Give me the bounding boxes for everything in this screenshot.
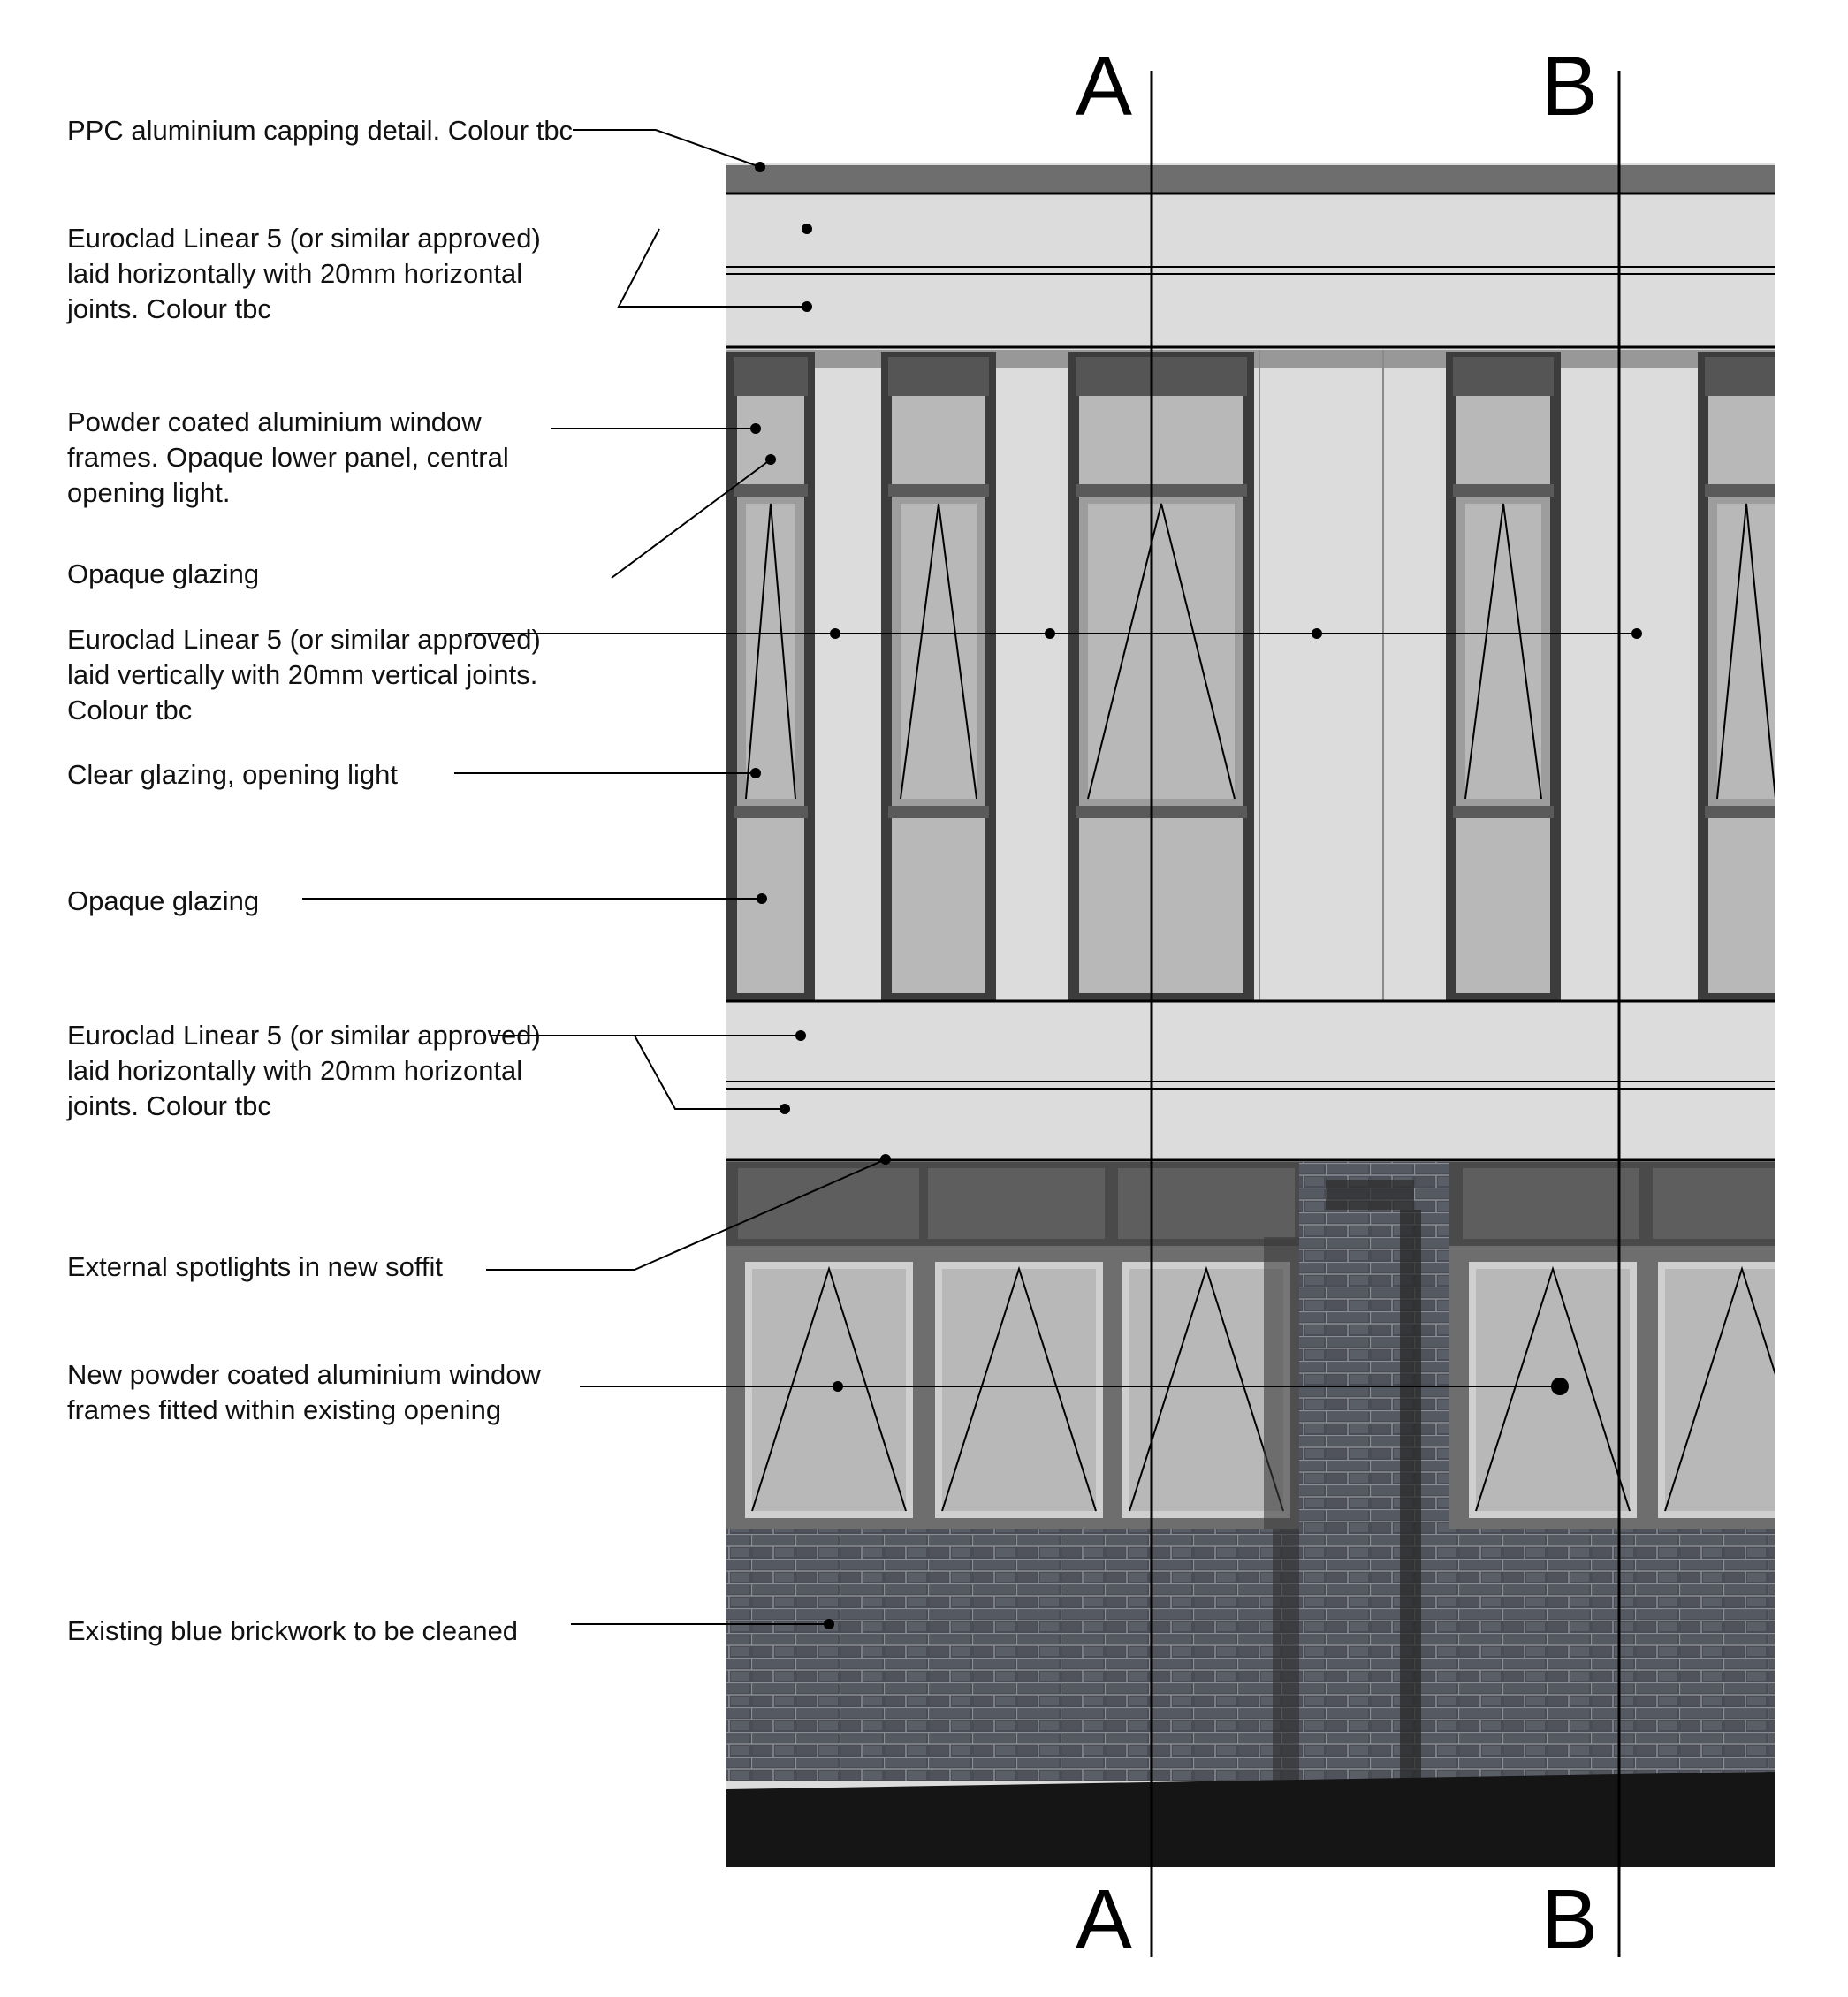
ground-window-2-glazing [942,1269,1096,1511]
leader-dot-euroclad-horizontal-bottom-1 [795,1030,806,1041]
upper-window-3-opening-symbol [1087,503,1236,800]
label-opaque-glazing-upper: Opaque glazing [67,558,260,589]
leader-dot-window-frames-ground-1 [833,1381,843,1392]
upper-window-1-head [734,357,808,396]
capping [726,165,1775,194]
leader-dot-euroclad-vertical-4 [1631,628,1642,639]
upper-window-5-opening-symbol [1716,503,1775,800]
label-spotlights: External spotlights in new soffit [67,1251,444,1282]
upper-window-2-top-panel [892,396,985,484]
upper-window-2-bottom-panel [892,818,985,993]
section-marker-b-top: B [1541,39,1599,133]
soffit-panel-3 [1118,1168,1295,1239]
ground-window-4-opening-symbol [1475,1265,1631,1512]
section-marker-a-bottom: A [1076,1872,1133,1967]
upper-window-5-bottom-panel [1708,818,1775,993]
leader-dot-window-frames-upper-b-1 [765,454,776,465]
soffit-panel-5 [1653,1168,1775,1239]
label-euroclad-horizontal-top: Euroclad Linear 5 (or similar approved) … [67,223,541,324]
upper-window-5-transom-2 [1705,806,1775,818]
leader-dot-clear-glazing-1 [750,768,761,778]
ground-window-5-opening-symbol [1664,1265,1775,1512]
upper-window-4-transom-2 [1453,806,1554,818]
upper-window-3-transom-1 [1076,484,1247,497]
leader-dot-window-frames-upper-1 [750,423,761,434]
upper-window-3-clear-glazing [1088,504,1235,799]
label-capping: PPC aluminium capping detail. Colour tbc [67,115,574,146]
leader-line-window-frames-upper-b [611,459,772,579]
upper-window-5-head [1705,357,1775,396]
upper-window-4-top-panel [1456,396,1550,484]
upper-window-4-opening-symbol [1464,503,1542,800]
leader-dot-capping-1 [755,162,765,172]
upper-window-5-transom-1 [1705,484,1775,497]
label-euroclad-vertical: Euroclad Linear 5 (or similar approved) … [67,624,541,725]
section-marker-b-bottom: B [1541,1872,1599,1967]
upper-window-5-clear-glazing [1717,504,1775,799]
leader-line-euroclad-horizontal-top [617,228,804,308]
leader-line-capping [573,129,761,168]
label-opaque-glazing-lower: Opaque glazing [67,885,260,916]
upper-window-2-transom-1 [888,484,989,497]
leader-dot-window-frames-ground-large [1551,1378,1569,1395]
upper-window-1-top-panel [737,396,804,484]
upper-window-1-clear-glazing [746,504,795,799]
leader-dot-euroclad-vertical-1 [830,628,840,639]
downpipe-lower [1400,1529,1421,1781]
ground-slab [726,1772,1775,1867]
upper-window-1-bottom-panel [737,818,804,993]
upper-window-2-clear-glazing [901,504,977,799]
brick-plinth [726,1529,1775,1781]
upper-window-4-clear-glazing [1465,504,1541,799]
leader-line-euroclad-horizontal-bottom-b [634,1035,785,1110]
leader-line-spotlights [486,1158,886,1271]
upper-window-2-opening-symbol [900,503,977,800]
ground-window-1-opening-symbol [751,1265,907,1512]
upper-window-2-transom-2 [888,806,989,818]
leader-dot-euroclad-vertical-2 [1045,628,1055,639]
ground-window-3-glazing [1129,1269,1283,1511]
upper-window-3-bottom-panel [1079,818,1243,993]
upper-window-4-bottom-panel [1456,818,1550,993]
leader-dot-opaque-glazing-lower-1 [757,893,767,904]
ground-window-2-opening-symbol [941,1265,1097,1512]
soffit-panel-2 [928,1168,1105,1239]
leader-dot-euroclad-horizontal-bottom-b-1 [780,1104,790,1114]
upper-window-1-transom-1 [734,484,808,497]
leader-dot-euroclad-vertical-3 [1312,628,1322,639]
upper-window-5-top-panel [1708,396,1775,484]
label-brickwork: Existing blue brickwork to be cleaned [67,1615,519,1646]
ground-window-1-glazing [752,1269,906,1511]
leader-dot-euroclad-horizontal-top-2 [802,301,812,312]
upper-window-1-transom-2 [734,806,808,818]
upper-window-3-transom-2 [1076,806,1247,818]
upper-window-4-head [1453,357,1554,396]
downpipe-shadow [1264,1237,1299,1529]
label-euroclad-horizontal-bottom: Euroclad Linear 5 (or similar approved) … [67,1020,541,1121]
section-marker-a-top: A [1076,39,1133,133]
label-window-frames-ground: New powder coated aluminium window frame… [67,1359,541,1425]
upper-window-1-opening-symbol [745,503,796,800]
leader-dot-euroclad-horizontal-top-1 [802,224,812,234]
ground-window-3-opening-symbol [1129,1265,1284,1512]
upper-window-3-top-panel [1079,396,1243,484]
upper-window-4-transom-1 [1453,484,1554,497]
soffit-panel-4 [1463,1168,1639,1239]
pier-shadow [1273,1529,1299,1781]
leader-dot-spotlights-1 [880,1154,891,1165]
upper-window-3-head [1076,357,1247,396]
ground-window-5-glazing [1665,1269,1775,1511]
upper-window-2-head [888,357,989,396]
pier-header [1326,1180,1414,1210]
leader-dot-brickwork-1 [824,1619,834,1629]
label-clear-glazing: Clear glazing, opening light [67,759,398,790]
label-window-frames-upper: Powder coated aluminium window frames. O… [67,406,509,508]
soffit-panel-1 [738,1168,919,1239]
